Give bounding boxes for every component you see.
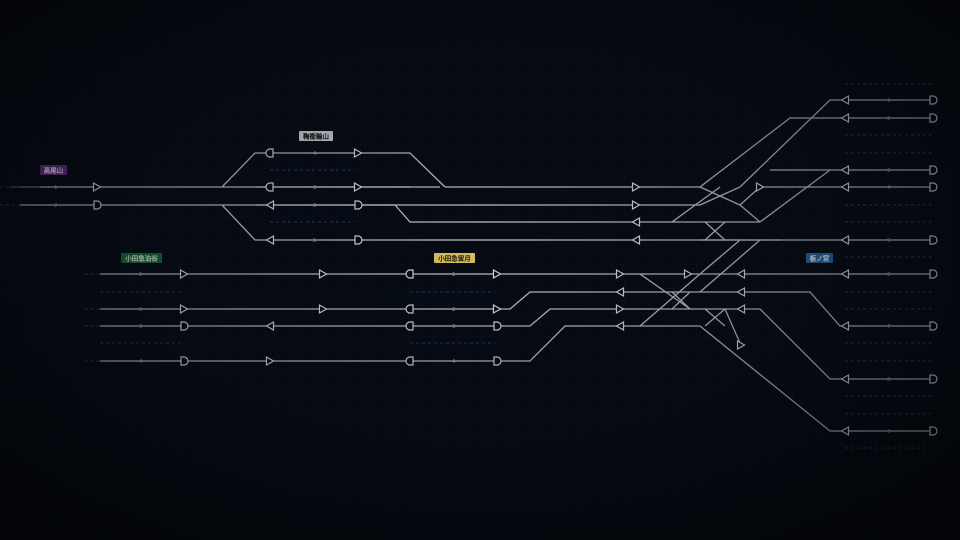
signal-icon[interactable] xyxy=(929,113,938,123)
signal-icon[interactable] xyxy=(405,304,414,314)
signal-icon[interactable] xyxy=(354,200,363,210)
station-name: 小田急留月 xyxy=(437,254,471,263)
track-number: 2 xyxy=(313,203,317,209)
track-number: 2 xyxy=(54,203,58,209)
station-label-odawara-b[interactable]: 小田急留月 xyxy=(434,253,475,263)
signal-icon[interactable] xyxy=(93,200,102,210)
track-number: 3 xyxy=(452,324,456,330)
track-number: 1 xyxy=(313,238,317,244)
station-label-takaoyama[interactable]: 高尾山 xyxy=(40,165,67,175)
station-name: 鞠鵆輪山 xyxy=(303,132,329,141)
station-label-odawara-a[interactable]: 小田急泊谷 xyxy=(121,253,162,263)
track-number: 5 xyxy=(887,238,891,244)
station-name: 小田急泊谷 xyxy=(124,254,158,263)
signal-icon[interactable] xyxy=(929,235,938,245)
signal-icon[interactable] xyxy=(929,95,938,105)
track-number: 1 xyxy=(139,272,143,278)
track-number: 4 xyxy=(452,359,456,365)
track-number: 1 xyxy=(887,98,891,104)
signal-icon[interactable] xyxy=(180,321,189,331)
track-number: 6 xyxy=(887,272,891,278)
signal-icon[interactable] xyxy=(929,182,938,192)
signal-icon[interactable] xyxy=(265,182,274,192)
track-number: 3 xyxy=(887,168,891,174)
signal-icon[interactable] xyxy=(405,356,414,366)
signal-icon[interactable] xyxy=(493,321,502,331)
signal-icon[interactable] xyxy=(265,148,274,158)
track-number: 2 xyxy=(452,307,456,313)
station-name: 高尾山 xyxy=(44,166,64,175)
station-name: 板ノ宮 xyxy=(810,254,830,263)
signal-icon[interactable] xyxy=(929,269,938,279)
track-number: 4 xyxy=(887,185,891,191)
track-number: 4 xyxy=(313,151,317,157)
track-number: 7 xyxy=(887,324,891,330)
signal-icon[interactable] xyxy=(405,321,414,331)
signal-icon[interactable] xyxy=(493,356,502,366)
track-number: 4 xyxy=(139,359,143,365)
track-number: 1 xyxy=(54,185,58,191)
signal-icon[interactable] xyxy=(354,235,363,245)
station-label-itanomiya[interactable]: 板ノ宮 xyxy=(806,253,833,263)
track-number: 2 xyxy=(887,116,891,122)
track-number: 2 xyxy=(139,307,143,313)
signal-icon[interactable] xyxy=(929,165,938,175)
track-number: 3 xyxy=(313,185,317,191)
track-number: 9 xyxy=(887,429,891,435)
signal-icon[interactable] xyxy=(929,374,938,384)
signal-icon[interactable] xyxy=(929,426,938,436)
track-number: 8 xyxy=(887,377,891,383)
signal-icon[interactable] xyxy=(929,321,938,331)
signal-icon[interactable] xyxy=(405,269,414,279)
signal-icon[interactable] xyxy=(180,356,189,366)
station-label-yashiro[interactable]: 鞠鵆輪山 xyxy=(299,131,333,141)
track-number: 1 xyxy=(452,272,456,278)
track-number: 3 xyxy=(139,324,143,330)
